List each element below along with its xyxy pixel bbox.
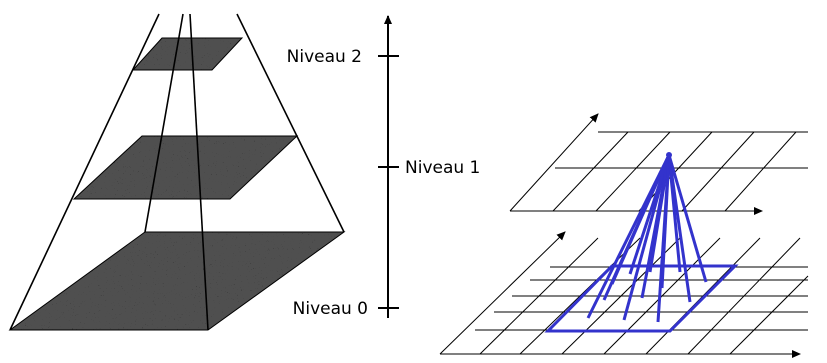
pyramid-level-1-image <box>74 136 297 199</box>
level-0-label: Niveau 0 <box>293 299 368 319</box>
level-1-label: Niveau 1 <box>405 158 480 178</box>
pyramid-level-2-image <box>133 38 242 70</box>
lower-grid <box>440 232 808 354</box>
kernel-footprint <box>548 152 735 331</box>
level-2-label: Niveau 2 <box>287 47 362 67</box>
level-axis: Niveau 2 Niveau 1 Niveau 0 <box>287 16 481 319</box>
